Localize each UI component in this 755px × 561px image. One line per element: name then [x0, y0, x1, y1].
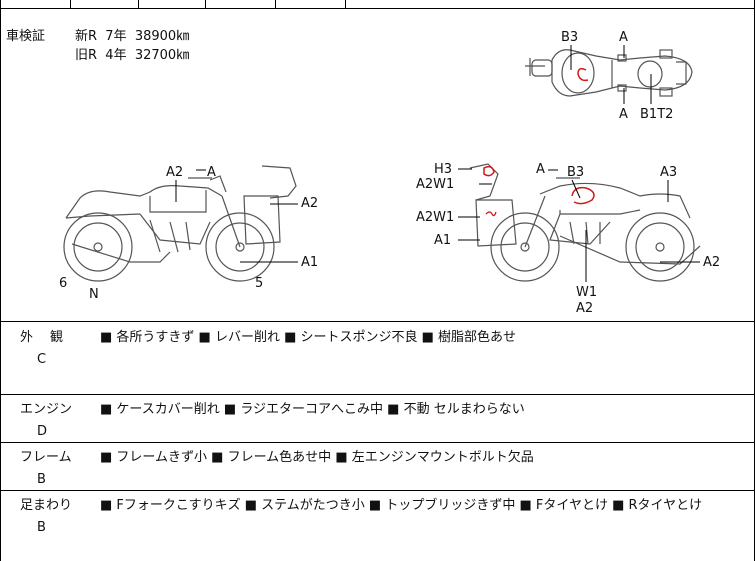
left-view-drawing [63, 165, 297, 282]
inspection-old-mileage: 旧R 4年 32700㎞ [75, 48, 190, 63]
header-cell-divider [345, 0, 346, 8]
section-grade: C [37, 352, 47, 367]
header-cell-divider [70, 0, 71, 8]
section-divider [0, 490, 755, 491]
right-view-damage-mark-headlight [483, 165, 495, 177]
label-left-5: 5 [255, 276, 264, 291]
inspection-new-mileage: 新R 7年 38900㎞ [75, 29, 190, 44]
label-right-a1: A1 [434, 233, 452, 248]
section-title: エンジン [20, 402, 73, 417]
top-view-drawing [525, 49, 693, 97]
section-items: ■ 各所うすきず ■ レバー削れ ■ シートスポンジ不良 ■ 樹脂部色あせ [100, 330, 517, 345]
label-top-a-bottom: A [619, 107, 628, 122]
inspection-label: 車検証 [6, 29, 46, 44]
left-view-leaders [175, 169, 298, 263]
right-view-damage-mark-tank [571, 186, 595, 205]
right-view-damage-mark-cowl [485, 211, 497, 217]
label-top-b1t2: B1T2 [640, 107, 674, 122]
header-cell-divider [138, 0, 139, 8]
top-divider [0, 8, 755, 9]
section-grade: B [37, 472, 46, 487]
label-right-a2w1-mid: A2W1 [416, 210, 455, 225]
header-cell-divider [205, 0, 206, 8]
label-right-w1: W1 [576, 285, 598, 300]
label-right-a2-rear: A2 [703, 255, 721, 270]
label-right-a: A [536, 162, 545, 177]
section-title: フレーム [20, 450, 72, 465]
label-left-a1: A1 [301, 255, 319, 270]
right-view-leaders [458, 168, 700, 282]
section-grade: B [37, 520, 46, 535]
label-left-a2-cowl: A2 [301, 196, 319, 211]
section-grade: D [37, 424, 48, 439]
label-top-b3: B3 [561, 30, 579, 45]
label-right-a3: A3 [660, 165, 678, 180]
top-view-damage-mark [577, 67, 589, 82]
right-view-drawing [469, 163, 701, 282]
section-items: ■ Fフォークこすりキズ ■ ステムがたつき小 ■ トップブリッジきず中 ■ F… [100, 498, 703, 513]
label-left-n: N [89, 287, 99, 302]
label-left-a: A [207, 165, 216, 180]
diagram-bottom-divider [0, 321, 755, 322]
label-right-a2-bottom: A2 [576, 301, 594, 316]
label-top-a: A [619, 30, 628, 45]
label-right-h3: H3 [434, 162, 453, 177]
section-items: ■ ケースカバー削れ ■ ラジエターコアへこみ中 ■ 不動 セルまわらない [100, 402, 525, 417]
section-title: 足まわり [20, 498, 73, 513]
section-items: ■ フレームきず小 ■ フレーム色あせ中 ■ 左エンジンマウントボルト欠品 [100, 450, 534, 465]
top-view-leaders [570, 45, 652, 104]
section-divider [0, 442, 755, 443]
section-title: 外 観 [20, 330, 66, 345]
header-cell-divider [275, 0, 276, 8]
label-right-b3: B3 [567, 165, 585, 180]
label-left-a2-tank: A2 [166, 165, 184, 180]
label-left-6: 6 [59, 276, 68, 291]
section-divider [0, 394, 755, 395]
label-right-a2w1-top: A2W1 [416, 177, 455, 192]
